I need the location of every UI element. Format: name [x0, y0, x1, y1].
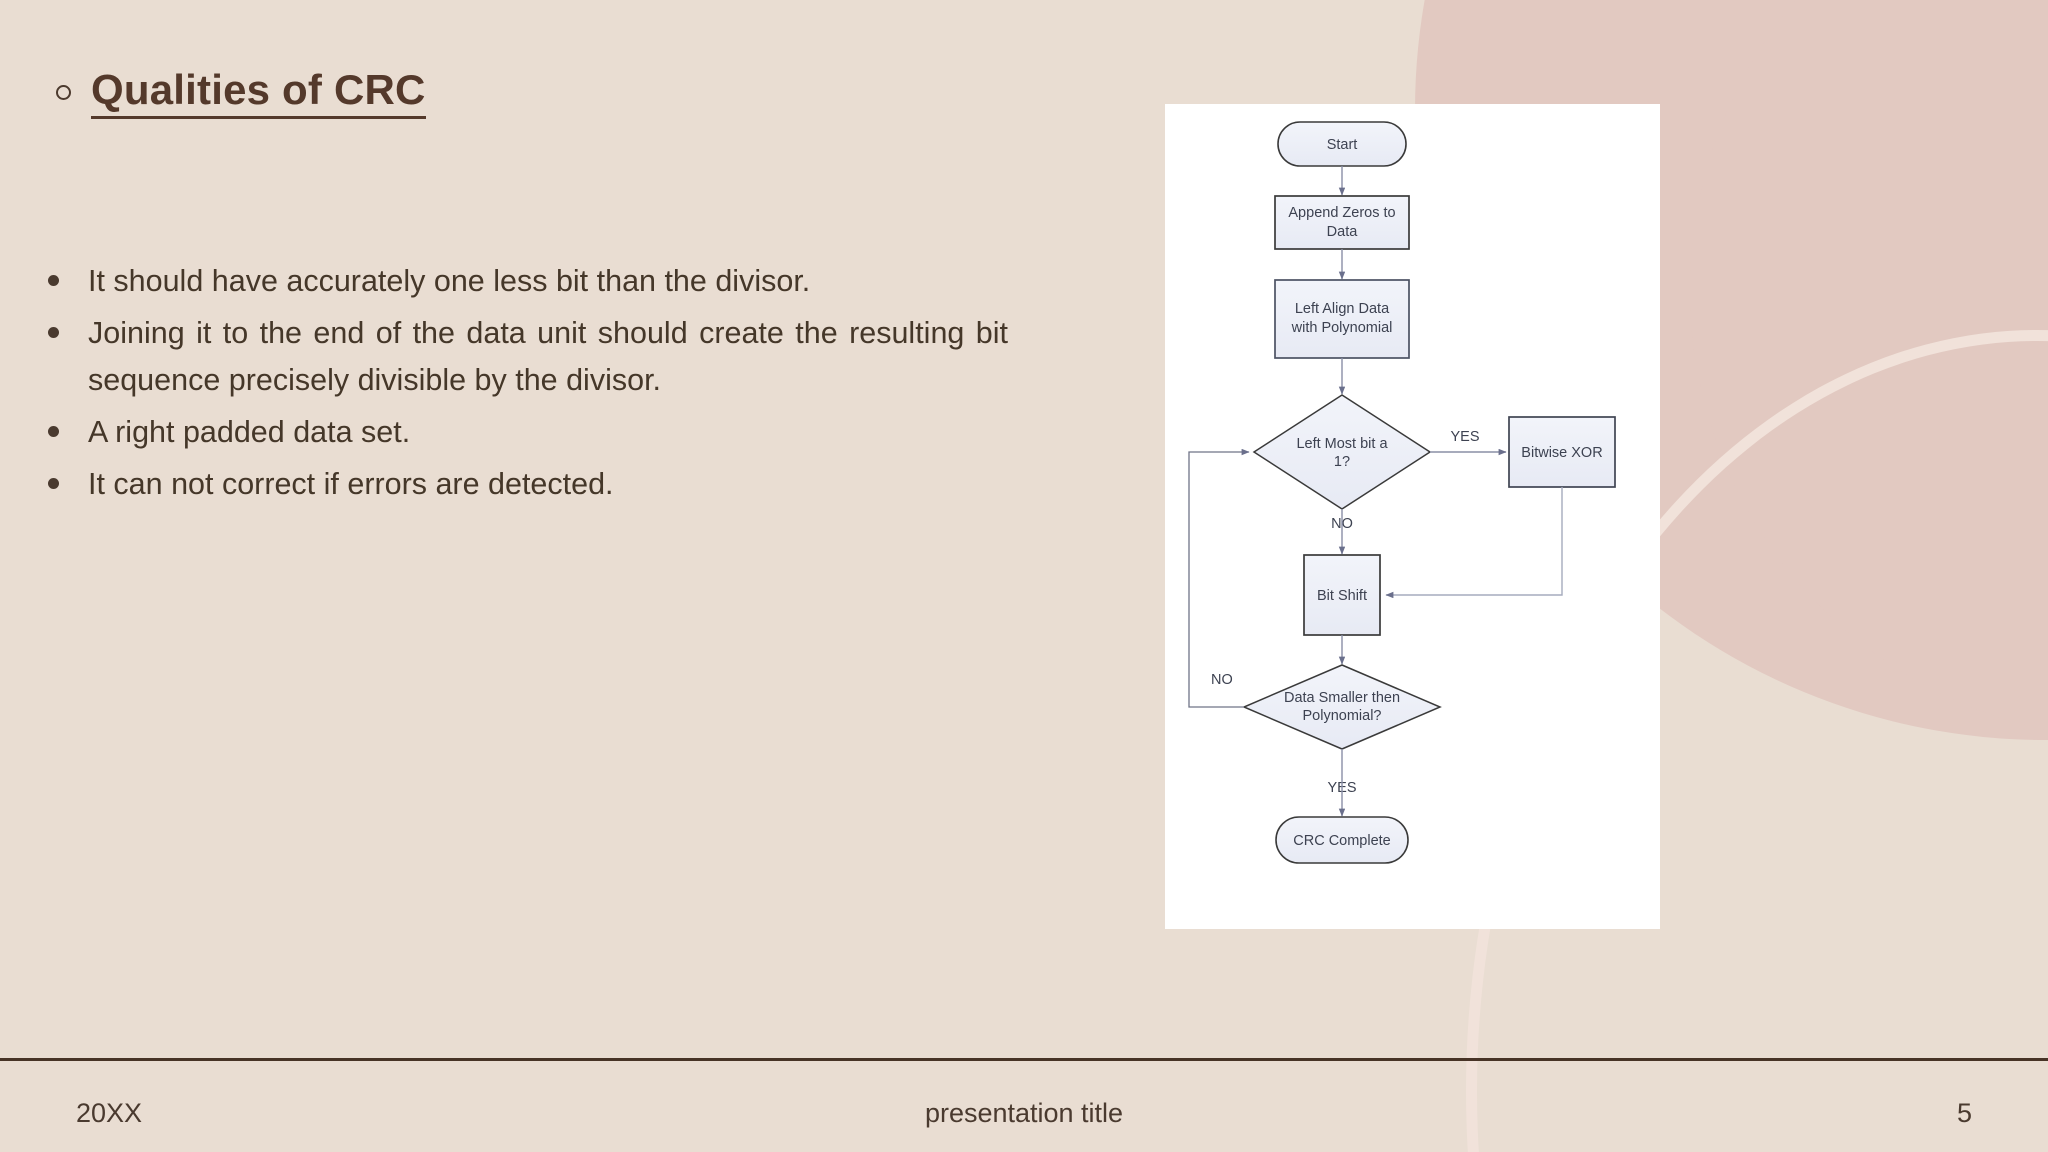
bullet-list: It should have accurately one less bit t…	[48, 258, 1008, 514]
page-title-text: Qualities of CRC	[91, 67, 426, 120]
flow-node-append	[1274, 195, 1410, 250]
list-item-text: It should have accurately one less bit t…	[88, 264, 811, 298]
list-item-text: A right padded data set.	[88, 415, 411, 450]
flow-node-align	[1274, 279, 1410, 359]
flow-node-shift-label: Bit Shift	[1317, 588, 1367, 604]
footer-page-number: 5	[1956, 1098, 1972, 1128]
flow-edge-label-no-left: NO	[1211, 672, 1233, 688]
flow-node-align-label-line1: Left Align Data	[1295, 301, 1390, 317]
flow-edge-xor-shift	[1385, 487, 1563, 599]
bullet-dot-icon	[48, 327, 59, 339]
page-title: Qualities of CRC	[56, 67, 426, 120]
bullet-dot-icon	[48, 426, 59, 438]
flow-node-leftmost-label-line2: 1?	[1334, 454, 1350, 470]
list-item: Joining it to the end of the data unit s…	[48, 310, 1008, 403]
flow-node-align-label-line2: with Polynomial	[1291, 320, 1393, 336]
bullet-dot-icon	[48, 275, 59, 286]
flow-edge-smaller-leftmost	[1188, 448, 1250, 708]
list-item: It can not correct if errors are detecte…	[48, 461, 1008, 507]
footer-title: presentation title	[924, 1098, 1124, 1128]
footer-divider	[0, 1058, 2048, 1061]
bullet-dot-icon	[48, 478, 59, 490]
list-item: A right padded data set.	[48, 409, 1008, 455]
flow-node-smaller-label-line2: Polynomial?	[1303, 708, 1382, 724]
hollow-circle-bullet-icon	[56, 85, 71, 100]
footer: 20XX presentation title 5	[0, 1058, 2048, 1152]
flow-node-smaller-label-line1: Data Smaller then	[1284, 690, 1400, 706]
crc-flowchart-diagram: Start Append Zeros to Data Left Align Da…	[1188, 121, 1616, 864]
flow-node-append-label-line1: Append Zeros to	[1288, 205, 1395, 221]
flow-node-complete	[1275, 816, 1409, 864]
footer-date: 20XX	[76, 1098, 143, 1128]
flow-node-xor	[1508, 416, 1616, 488]
flow-edge-label-yes-top: YES	[1450, 429, 1479, 445]
flow-node-complete-label: CRC Complete	[1293, 833, 1391, 849]
flow-node-leftmost-decision	[1252, 394, 1432, 510]
flow-node-leftmost-label-line1: Left Most bit a	[1296, 436, 1388, 452]
list-item-text: It can not correct if errors are detecte…	[88, 467, 614, 502]
rose-blob-shape-secondary	[1690, 0, 2048, 740]
flow-node-start-label: Start	[1327, 137, 1358, 153]
flow-node-append-label-line2: Data	[1327, 224, 1359, 240]
list-item-text: Joining it to the end of the data unit s…	[88, 316, 1008, 397]
flowchart-image-panel: Start Append Zeros to Data Left Align Da…	[1165, 104, 1660, 929]
list-item: It should have accurately one less bit t…	[48, 258, 1008, 304]
flow-node-xor-label: Bitwise XOR	[1521, 445, 1602, 461]
flow-node-smaller-decision	[1242, 664, 1442, 750]
